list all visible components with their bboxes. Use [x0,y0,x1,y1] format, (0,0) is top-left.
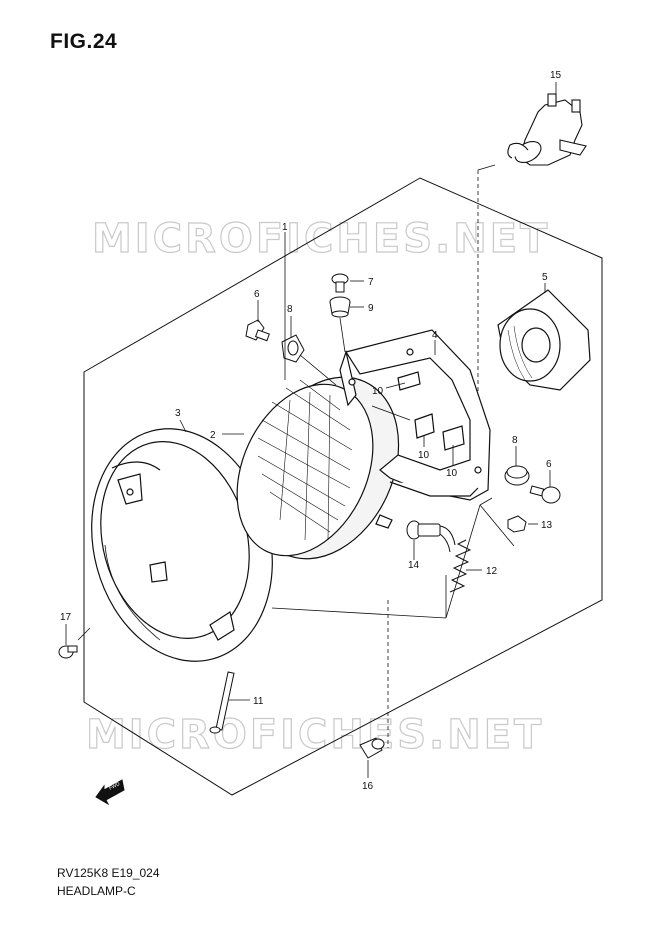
forward-direction-arrow: FWD [95,779,125,806]
spring-part-12 [449,539,472,593]
callout-16: 16 [362,781,374,792]
watermark-top: MICROFICHES.NET [92,216,550,262]
socket-cover [497,289,591,391]
callout-10-b: 10 [418,450,430,461]
headlamp-bulb [507,93,587,166]
screw-part-11 [209,671,235,734]
nut-part-13 [507,515,527,533]
headlamp-rim [91,428,273,662]
callout-10-a: 10 [372,386,384,397]
callout-6-right: 6 [546,459,552,470]
callout-7: 7 [368,277,374,288]
callout-2: 2 [210,430,216,441]
headlamp-lens-unit [236,376,400,560]
bolt-part-6-left [245,319,270,342]
position-lamp-socket [406,520,456,553]
grommet-part-9 [329,296,351,318]
callout-1: 1 [282,222,288,233]
callout-3: 3 [175,408,181,419]
screw-part-17 [58,645,78,659]
callout-14: 14 [408,560,420,571]
forward-label: FWD [108,781,121,792]
screw-part-7 [331,273,349,293]
bolt-part-6-right [529,485,561,504]
leader-lines [65,82,557,778]
callout-numbers: 1 2 3 4 5 6 6 7 8 8 9 10 10 10 11 12 13 … [60,70,562,792]
headlamp-bracket [339,329,491,501]
figure-title: FIG.24 [50,30,118,53]
callout-13: 13 [541,520,553,531]
cushion-part-8-right [504,465,530,486]
cushion-part-8-left [281,334,305,363]
callout-5: 5 [542,272,548,283]
callout-4: 4 [432,330,438,341]
callout-11: 11 [253,696,264,707]
assembly-boundary [83,177,603,796]
connection-lines [77,164,515,748]
model-code: RV125K8 E19_024 [57,866,160,880]
callout-12: 12 [486,566,498,577]
callout-6-left: 6 [254,289,260,300]
callout-10-c: 10 [446,468,458,479]
callout-8-left: 8 [287,304,293,315]
callout-8-right: 8 [512,435,518,446]
position-bulb [359,737,385,759]
section-name: HEADLAMP-C [57,884,136,898]
callout-15: 15 [550,70,562,81]
callout-17: 17 [60,612,72,623]
callout-9: 9 [368,303,374,314]
